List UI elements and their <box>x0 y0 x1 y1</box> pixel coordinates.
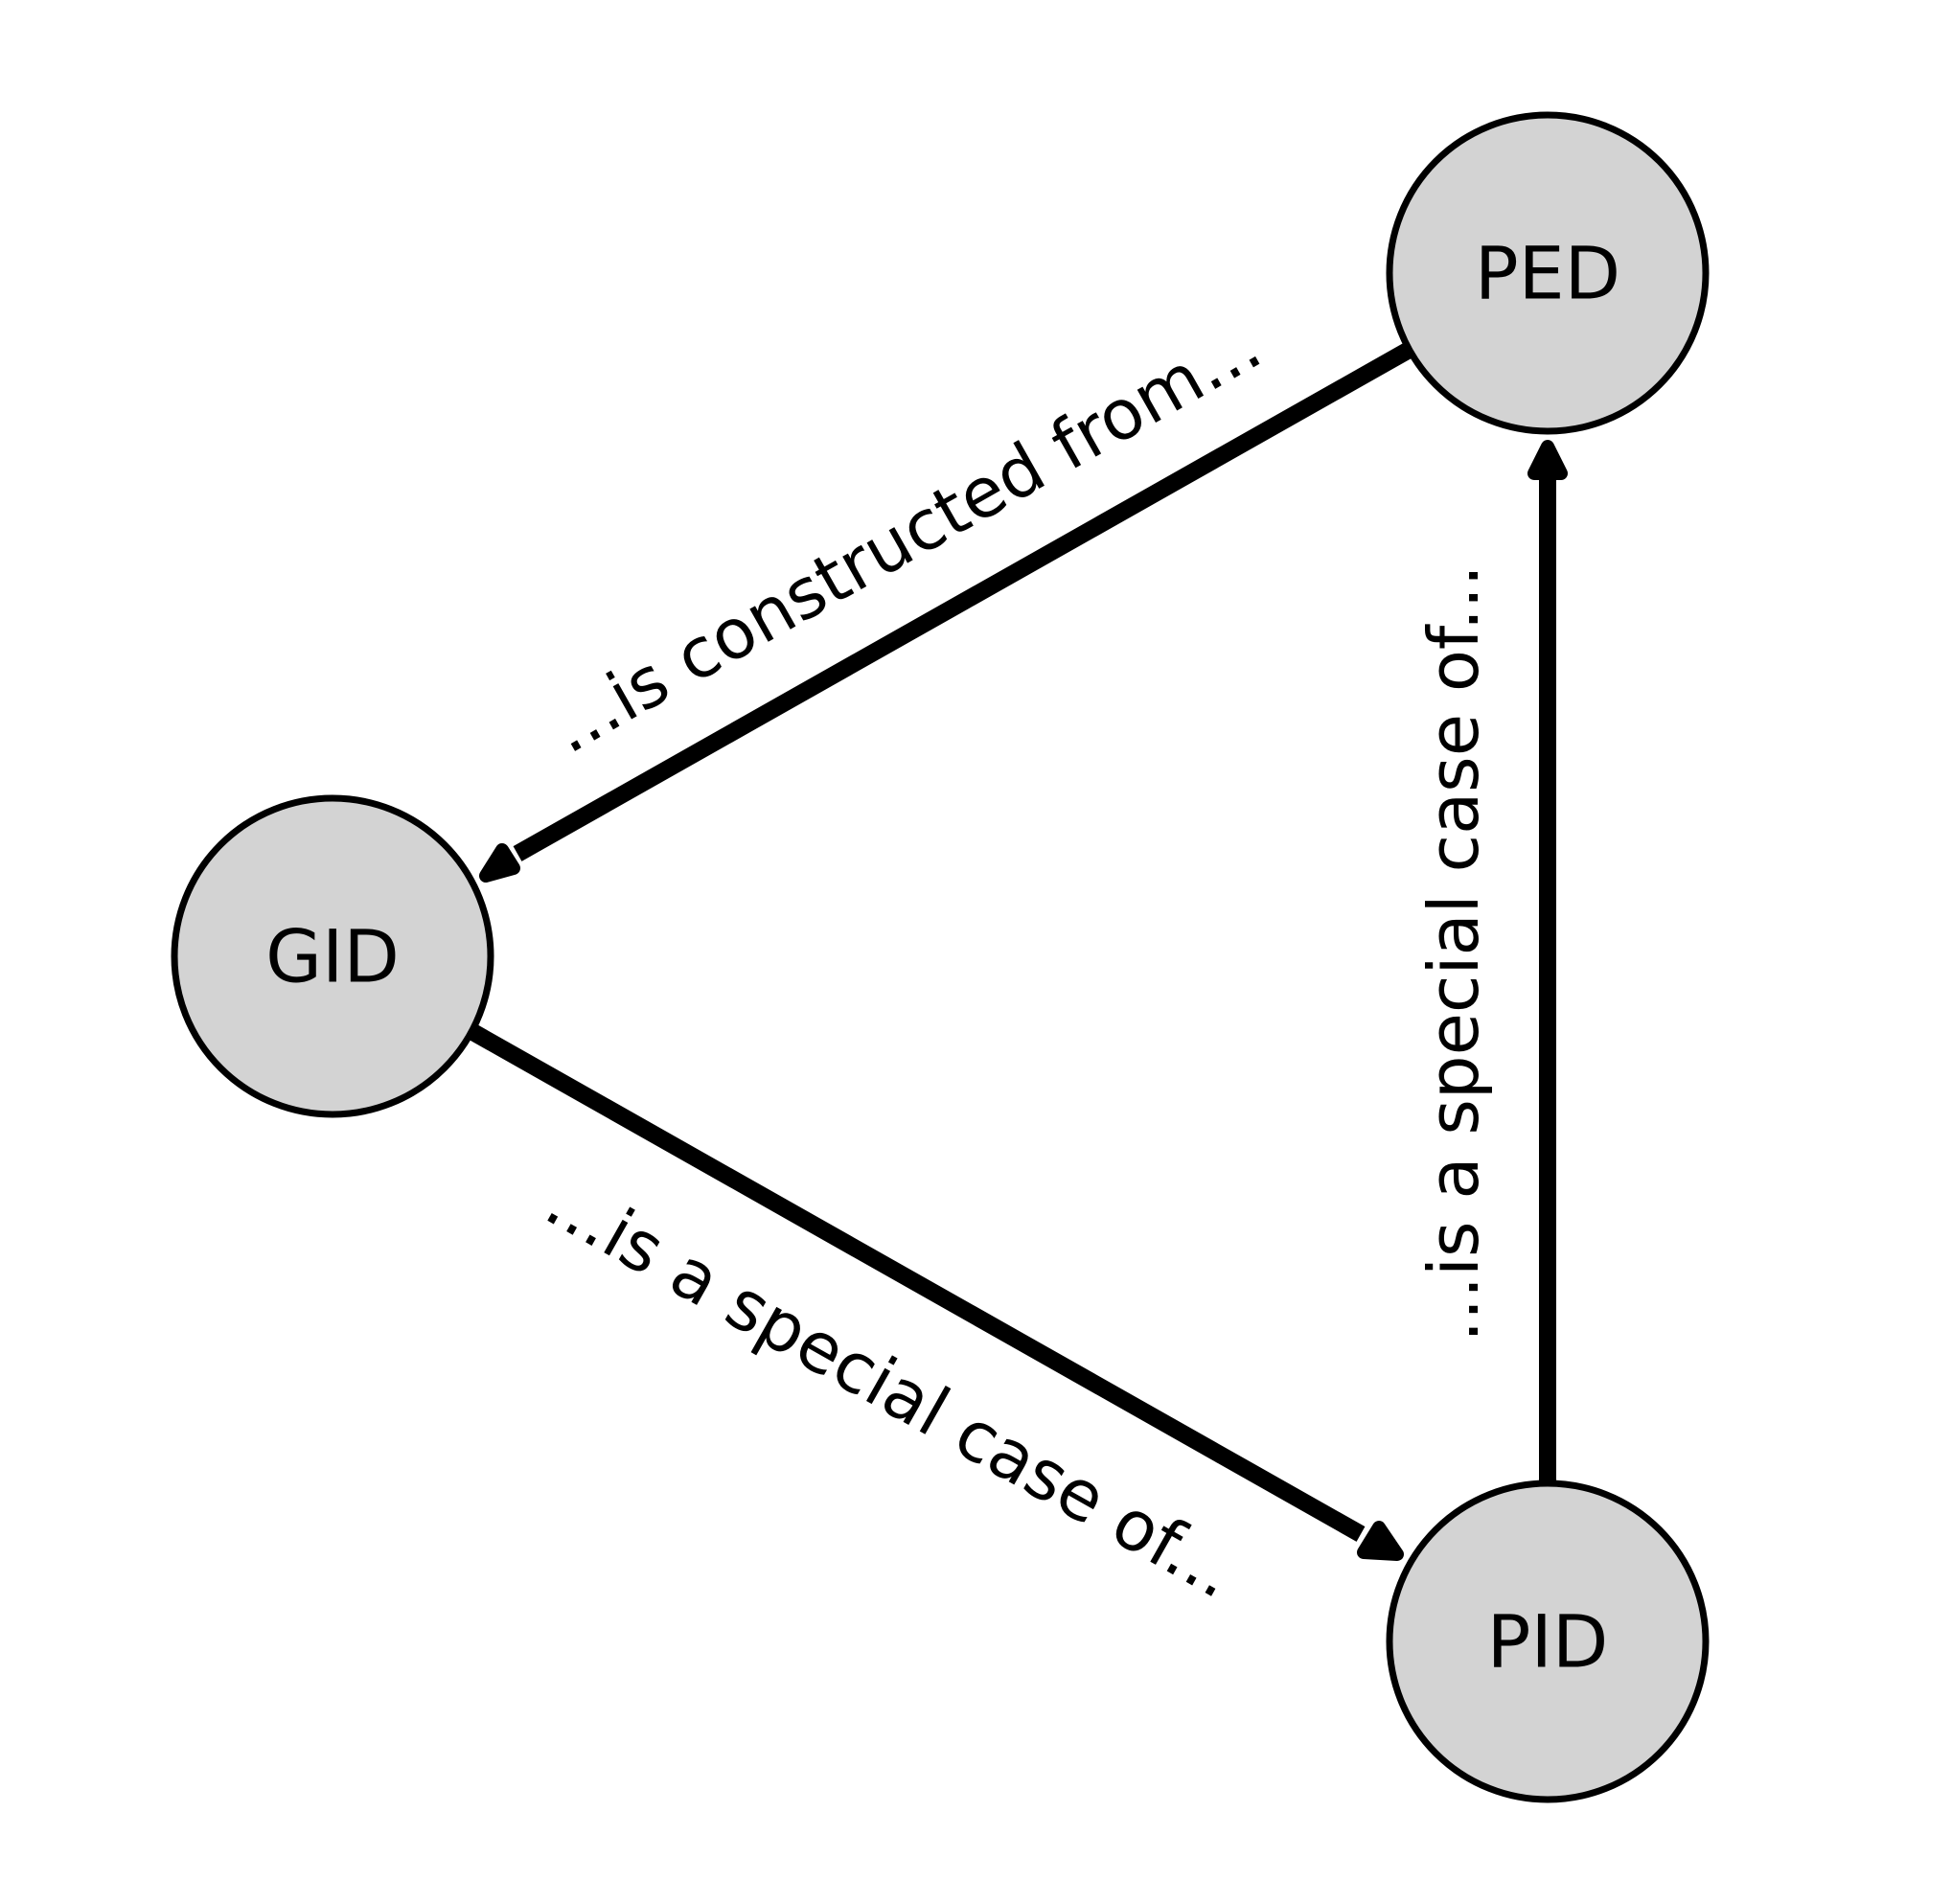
node-ped-circle <box>1386 111 1710 435</box>
edge-gid-to-pid-label: ...is a special case of... <box>533 1161 1250 1615</box>
edge-pid-to-ped <box>1527 440 1568 1482</box>
edge-pid-to-ped-arrowhead <box>1527 440 1568 480</box>
edge-ped-to-gid-arrowhead <box>479 843 520 883</box>
node-gid: GID <box>171 794 494 1118</box>
edge-gid-to-pid-arrowhead <box>1357 1521 1404 1561</box>
edge-gid-to-pid-line <box>465 1022 1366 1542</box>
node-gid-label: GID <box>265 914 400 999</box>
edge-ped-to-gid-label: ...is constructed from... <box>537 305 1274 769</box>
node-pid-circle <box>1386 1480 1710 1803</box>
edge-ped-to-gid <box>479 340 1417 883</box>
node-ped-label: PED <box>1475 231 1620 316</box>
node-ped: PED <box>1386 111 1710 435</box>
node-pid: PID <box>1386 1480 1710 1803</box>
edge-pid-to-ped-label: ...is a special case of... <box>1413 564 1494 1342</box>
edge-gid-to-pid <box>465 1022 1404 1561</box>
edge-ped-to-gid-line <box>513 340 1417 861</box>
node-gid-circle <box>171 794 494 1118</box>
node-pid-label: PID <box>1487 1599 1609 1685</box>
